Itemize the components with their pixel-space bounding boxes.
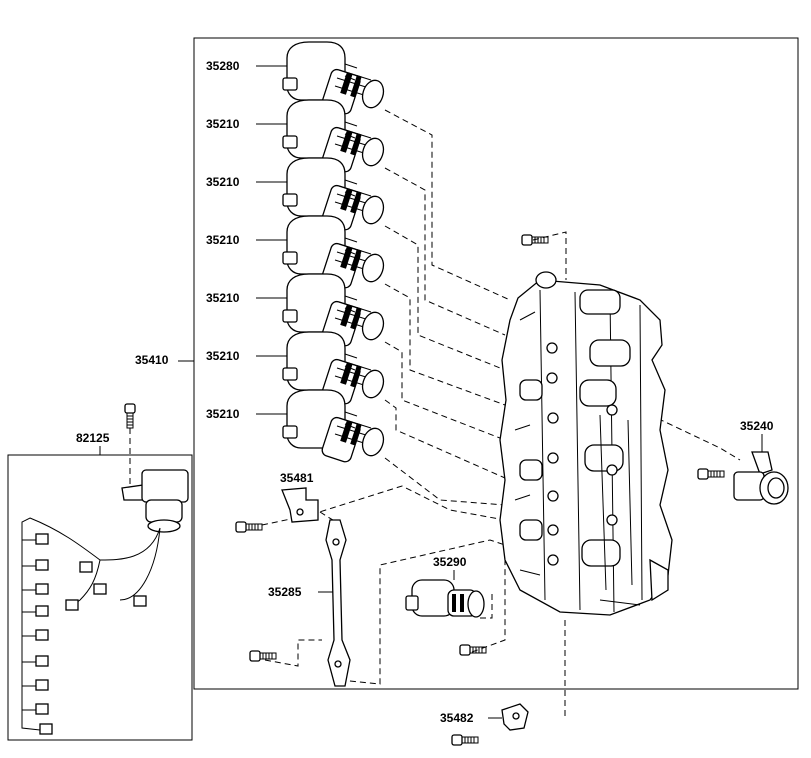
- clamp-35482[interactable]: [501, 703, 529, 731]
- label-35210-3[interactable]: 35210: [206, 233, 240, 247]
- label-35210-2[interactable]: 35210: [206, 175, 240, 189]
- label-82125[interactable]: 82125: [76, 431, 110, 445]
- label-35240[interactable]: 35240: [740, 419, 774, 433]
- valve-body[interactable]: [499, 271, 673, 616]
- label-35481[interactable]: 35481: [280, 471, 314, 485]
- bolt-top[interactable]: [521, 234, 549, 246]
- plate-35285[interactable]: [325, 519, 351, 687]
- label-35285[interactable]: 35285: [268, 585, 302, 599]
- solenoid-35290[interactable]: [405, 579, 485, 618]
- label-35290[interactable]: 35290: [433, 555, 467, 569]
- bolt-35285[interactable]: [249, 650, 277, 662]
- solenoid-35210-6[interactable]: [282, 389, 388, 464]
- wire-harness-82125[interactable]: [21, 469, 189, 735]
- label-35280[interactable]: 35280: [206, 59, 240, 73]
- bolt-82125[interactable]: [124, 403, 136, 429]
- bolt-35481[interactable]: [235, 521, 263, 533]
- label-35410[interactable]: 35410: [135, 353, 169, 367]
- assembly-frame-35410: [193, 37, 799, 690]
- label-35210-4[interactable]: 35210: [206, 291, 240, 305]
- label-35210-6[interactable]: 35210: [206, 407, 240, 421]
- label-35210-1[interactable]: 35210: [206, 117, 240, 131]
- solenoid-35240[interactable]: [733, 451, 789, 505]
- bracket-35481[interactable]: [281, 487, 319, 523]
- bolt-35290[interactable]: [459, 644, 487, 656]
- label-35210-5[interactable]: 35210: [206, 349, 240, 363]
- bolt-35482[interactable]: [451, 734, 479, 746]
- label-35482[interactable]: 35482: [440, 711, 474, 725]
- bolt-35240[interactable]: [697, 468, 725, 480]
